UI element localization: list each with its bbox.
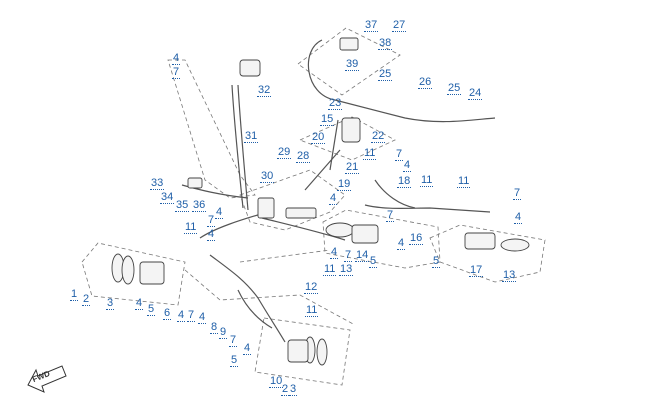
callout-26: 26 xyxy=(418,76,433,89)
callout-7: 7 xyxy=(229,334,238,347)
callout-7: 7 xyxy=(386,209,395,222)
callout-31: 31 xyxy=(244,130,259,143)
callout-4: 4 xyxy=(177,309,186,322)
callout-4: 4 xyxy=(207,228,216,241)
callout-4: 4 xyxy=(172,52,181,65)
callout-5: 5 xyxy=(230,354,239,367)
callout-29: 29 xyxy=(277,146,292,159)
callout-21: 21 xyxy=(345,161,360,174)
callout-7: 7 xyxy=(172,66,181,79)
callout-16: 16 xyxy=(409,232,424,245)
callout-30: 30 xyxy=(260,170,275,183)
callout-7: 7 xyxy=(187,309,196,322)
callout-22: 22 xyxy=(371,130,386,143)
callout-1: 1 xyxy=(70,288,79,301)
callout-32: 32 xyxy=(257,84,272,97)
callout-5: 5 xyxy=(369,255,378,268)
callout-7: 7 xyxy=(513,187,522,200)
callout-4: 4 xyxy=(135,297,144,310)
callout-4: 4 xyxy=(514,211,523,224)
callout-34: 34 xyxy=(160,191,175,204)
callout-11: 11 xyxy=(323,263,337,276)
components xyxy=(111,37,530,366)
callout-2: 2 xyxy=(281,383,290,396)
callout-39: 39 xyxy=(345,58,360,71)
callout-7: 7 xyxy=(395,148,404,161)
callout-3: 3 xyxy=(106,297,115,310)
callout-11: 11 xyxy=(363,147,377,160)
callout-4: 4 xyxy=(329,192,338,205)
callout-38: 38 xyxy=(378,37,393,50)
callout-20: 20 xyxy=(311,131,326,144)
callout-4: 4 xyxy=(243,342,252,355)
callout-33: 33 xyxy=(150,177,165,190)
callout-15: 15 xyxy=(320,113,335,126)
callout-4: 4 xyxy=(198,311,207,324)
callout-8: 8 xyxy=(210,321,219,334)
callout-2: 2 xyxy=(82,293,91,306)
callout-11: 11 xyxy=(420,174,434,187)
callout-18: 18 xyxy=(397,175,412,188)
callout-35: 35 xyxy=(175,199,190,212)
callout-4: 4 xyxy=(215,206,224,219)
callout-17: 17 xyxy=(469,264,484,277)
dashed-frames xyxy=(81,27,546,386)
callout-14: 14 xyxy=(355,249,370,262)
callout-4: 4 xyxy=(403,159,412,172)
callout-23: 23 xyxy=(328,97,343,110)
callout-37: 37 xyxy=(364,19,379,32)
callout-5: 5 xyxy=(147,303,156,316)
callout-3: 3 xyxy=(289,383,298,396)
callout-19: 19 xyxy=(337,178,352,191)
callout-11: 11 xyxy=(457,175,471,188)
callout-11: 11 xyxy=(184,221,198,234)
forward-arrow xyxy=(27,365,67,393)
callout-25: 25 xyxy=(378,68,393,81)
callout-11: 11 xyxy=(305,304,319,317)
callout-4: 4 xyxy=(397,237,406,250)
callout-9: 9 xyxy=(219,326,228,339)
callout-5: 5 xyxy=(432,255,441,268)
callout-7: 7 xyxy=(207,214,216,227)
callout-27: 27 xyxy=(392,19,407,32)
callout-6: 6 xyxy=(163,307,172,320)
callout-13: 13 xyxy=(502,269,517,282)
callout-25: 25 xyxy=(447,82,462,95)
callout-28: 28 xyxy=(296,150,311,163)
brake-lines xyxy=(181,39,496,343)
callout-13: 13 xyxy=(339,263,354,276)
callout-10: 10 xyxy=(269,375,284,388)
callout-36: 36 xyxy=(192,199,207,212)
callout-4: 4 xyxy=(330,246,339,259)
callout-12: 12 xyxy=(304,281,319,294)
callout-7: 7 xyxy=(344,249,353,262)
callout-24: 24 xyxy=(468,87,483,100)
